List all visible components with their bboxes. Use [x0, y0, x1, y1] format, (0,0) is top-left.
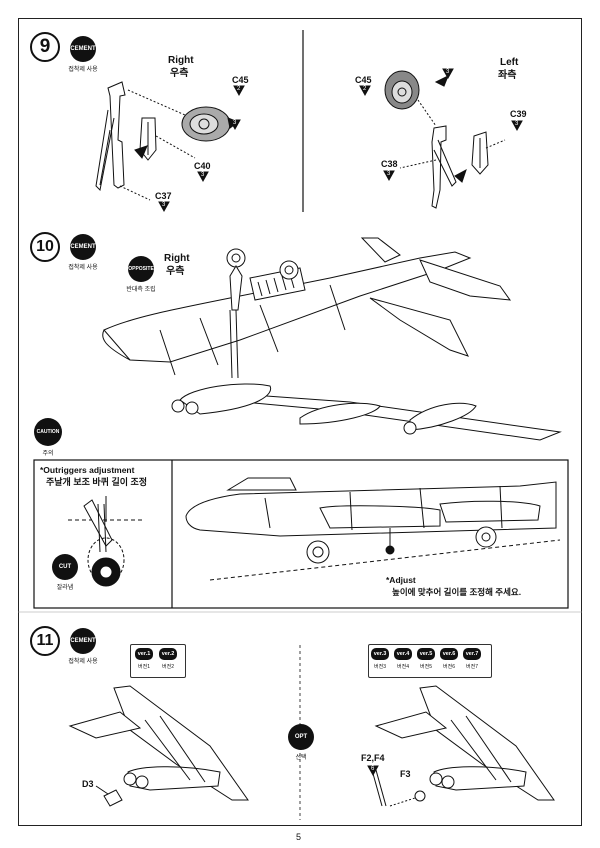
cement-icon: CEMENT	[70, 628, 96, 654]
left-label: Left	[500, 57, 519, 68]
adjust-text-ko: 높이에 맞추어 길이를 조정해 주세요.	[392, 587, 522, 597]
part-c39-sprue: 3	[515, 121, 519, 127]
part-f2f4-sprue: 6	[371, 766, 375, 772]
version-caption: 버전3	[374, 664, 386, 670]
outrigger-title: *Outriggers adjustment	[40, 465, 135, 475]
cut-icon: CUT	[52, 554, 78, 580]
version-caption: 버전7	[466, 664, 478, 670]
left-strut-drawing	[384, 70, 506, 209]
caution-caption: 주의	[42, 451, 54, 457]
right-label: Right	[164, 253, 190, 264]
version-caption: 버전1	[138, 664, 150, 670]
version-badge: ver.3	[371, 648, 389, 660]
outrigger-detail-drawing	[68, 496, 145, 587]
version-group-a	[130, 644, 186, 678]
part-c38-label: C38	[381, 159, 398, 169]
part-c40-sprue: 3	[201, 172, 205, 178]
page-frame	[18, 18, 582, 826]
right-strut-drawing	[95, 81, 240, 201]
caution-icon: CAUTION	[34, 418, 62, 446]
part-c45-sprue: 2	[237, 86, 241, 92]
part-c39-label: C39	[510, 109, 527, 119]
version-badge: ver.6	[440, 648, 458, 660]
part-c40-label: C40	[194, 161, 211, 171]
version-caption: 버전5	[420, 664, 432, 670]
part-c45-b-sprue: 3	[233, 120, 237, 126]
outrigger-title-ko: 주날개 보조 바퀴 길이 조정	[46, 477, 148, 487]
adjust-title: *Adjust	[386, 575, 416, 585]
right-label-ko: 우측	[170, 68, 189, 79]
part-c37-sprue: 3	[162, 202, 166, 208]
cement-caption: 접착제 사용	[68, 67, 98, 73]
cement-icon: CEMENT	[70, 234, 96, 260]
step-11-number: 11	[30, 626, 60, 656]
part-c45-label: C45	[232, 75, 249, 85]
cut-caption: 잘라냄	[56, 585, 74, 591]
opt-icon: OPT	[288, 724, 314, 750]
opposite-icon: OPPOSITE	[128, 256, 154, 282]
part-c37-label: C37	[155, 191, 172, 201]
left-part-tags	[359, 68, 523, 182]
part-c38-sprue: 3	[387, 171, 391, 177]
left-part-c45-sprue: 2	[363, 86, 367, 92]
side-view-aircraft	[185, 477, 561, 581]
part-d3-label: D3	[82, 779, 94, 789]
version-caption: 버전2	[162, 664, 174, 670]
version-badge: ver.5	[417, 648, 435, 660]
step10-aircraft-drawing	[102, 237, 562, 441]
opt-caption: 선택	[295, 755, 307, 761]
left-part-c45-label: C45	[355, 75, 372, 85]
version-badge: ver.7	[463, 648, 481, 660]
version-caption: 버전6	[443, 664, 455, 670]
opposite-caption: 반대측 조립	[126, 287, 156, 293]
tail-right-drawing	[367, 685, 555, 807]
tail-left-drawing	[68, 685, 249, 807]
right-label: Right	[168, 55, 194, 66]
cement-caption: 접착제 사용	[68, 265, 98, 271]
cement-icon: CEMENT	[70, 36, 96, 62]
left-label-ko: 좌측	[498, 70, 517, 81]
cement-caption: 접착제 사용	[68, 659, 98, 665]
left-part-c45-b-sprue: 3	[446, 69, 450, 75]
version-badge: ver.1	[135, 648, 153, 660]
version-badge: ver.2	[159, 648, 177, 660]
outrigger-box	[33, 459, 569, 609]
version-group-b	[368, 644, 492, 678]
step-10-number: 10	[30, 232, 60, 262]
page-number: 5	[296, 832, 302, 842]
step-9-number: 9	[30, 32, 60, 62]
right-label-ko: 우측	[166, 266, 185, 277]
right-part-tags	[158, 85, 245, 213]
part-f3-label: F3	[400, 769, 411, 779]
part-f2f4-label: F2,F4	[361, 753, 385, 763]
version-caption: 버전4	[397, 664, 409, 670]
version-badge: ver.4	[394, 648, 412, 660]
